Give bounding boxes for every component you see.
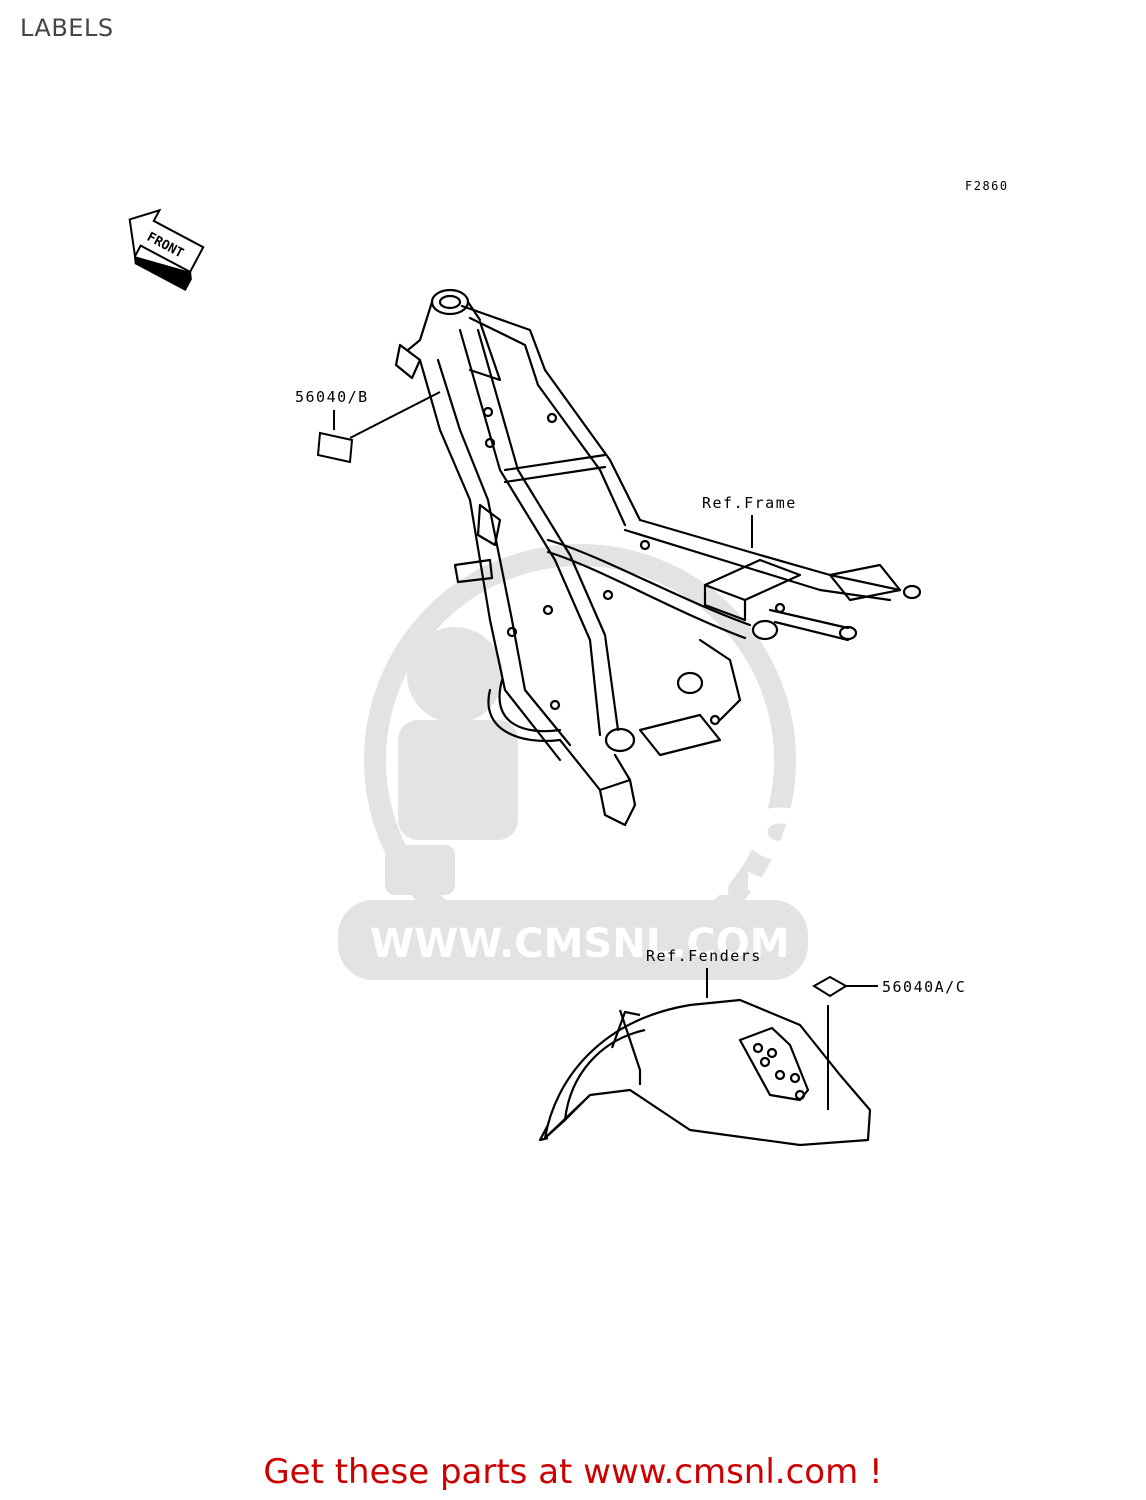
callout-ref-frame: Ref.Frame bbox=[702, 494, 797, 512]
fender-drawing bbox=[538, 998, 872, 1147]
watermark-url: WWW.CMSNL.COM bbox=[370, 921, 790, 967]
footer-link[interactable]: Get these parts at www.cmsnl.com ! bbox=[0, 1452, 1146, 1492]
callout-56040ac: 56040A/C bbox=[882, 978, 966, 996]
page-title: LABELS bbox=[20, 14, 114, 42]
cms-watermark: CMS WWW.CMSNL.COM bbox=[338, 544, 824, 980]
callout-ref-fenders: Ref.Fenders bbox=[646, 947, 762, 965]
cms-mascot-icon bbox=[385, 627, 518, 895]
front-arrow-icon: FRONT bbox=[128, 208, 205, 292]
footer-text[interactable]: Get these parts at www.cmsnl.com ! bbox=[263, 1452, 883, 1492]
callout-56040b: 56040/B bbox=[295, 388, 369, 406]
watermark-url-bar bbox=[338, 900, 808, 980]
label-ac-icon bbox=[812, 975, 848, 998]
figure-code: F2860 bbox=[965, 179, 1009, 193]
label-b-icon bbox=[316, 431, 354, 464]
frame-drawing bbox=[394, 288, 922, 827]
label-b-leader bbox=[333, 391, 441, 439]
